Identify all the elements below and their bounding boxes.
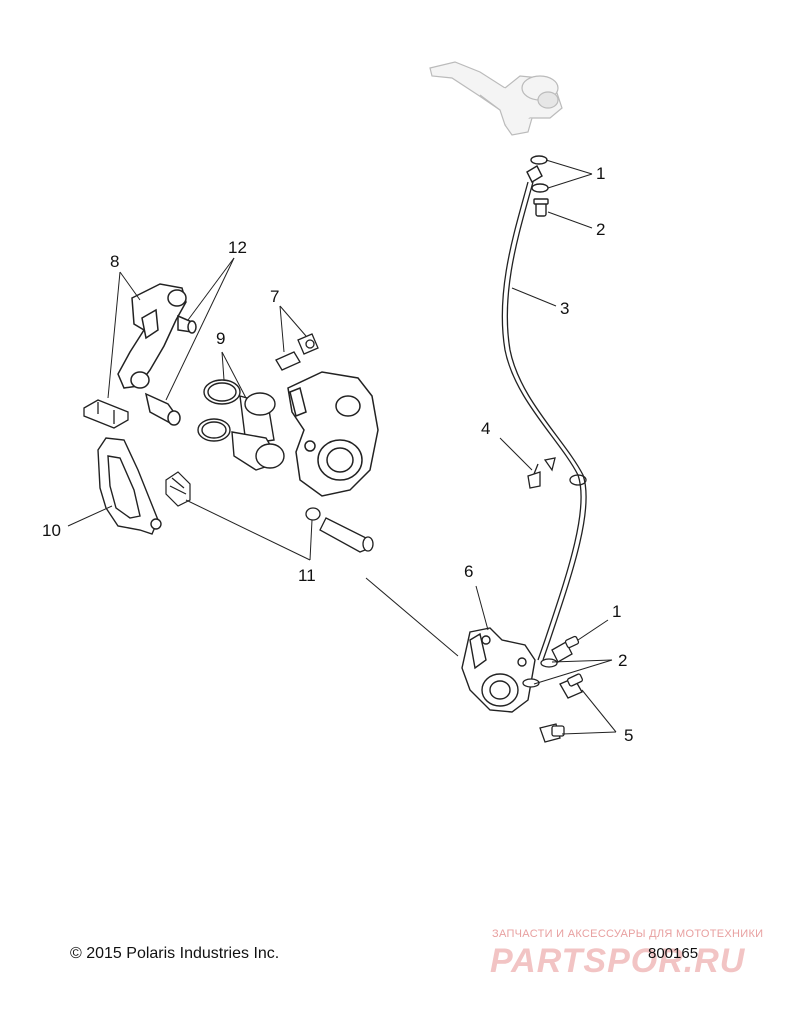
callout-10: 10: [42, 521, 61, 540]
watermark-logo: PARTSPOR.RU: [490, 942, 746, 980]
leader-lines: [67, 159, 617, 735]
callout-7: 7: [270, 287, 280, 306]
callout-11: 11: [298, 566, 316, 585]
diagram-part-number: 800165: [648, 945, 699, 962]
callout-6: 6: [464, 562, 474, 581]
copyright-notice: © 2015 Polaris Industries Inc.: [70, 945, 280, 962]
pistons-seals: [197, 379, 285, 471]
callout-5: 5: [624, 726, 634, 745]
caliper-assembly-small: [461, 627, 536, 713]
callout-3: 3: [560, 299, 570, 318]
banjo-bolt-bottom: [522, 635, 580, 688]
callout-2-top: 2: [596, 220, 606, 239]
pad-spring: [165, 471, 191, 507]
brake-pad: [97, 437, 162, 535]
caliper-body: [287, 371, 379, 497]
callout-2-bottom: 2: [618, 651, 628, 670]
bleeder-screw: [275, 333, 319, 371]
callout-1-top: 1: [596, 164, 606, 183]
brake-line: [501, 181, 587, 661]
banjo-washers-top: [526, 155, 549, 217]
pad-retainer-clip: [83, 399, 129, 429]
callout-9: 9: [216, 329, 226, 348]
master-cylinder-lever: [429, 61, 563, 136]
caliper-bracket: [117, 283, 197, 426]
callout-8: 8: [110, 252, 120, 271]
callout-12: 12: [228, 238, 247, 257]
slide-pin-bolt: [305, 507, 374, 553]
callout-4: 4: [481, 419, 491, 438]
watermark-tagline: ЗАПЧАСТИ И АКСЕССУАРЫ ДЛЯ МОТОТЕХНИКИ: [492, 928, 764, 940]
mounting-bolts: [539, 673, 584, 743]
callout-1-bottom: 1: [612, 602, 622, 621]
clip-screw: [527, 457, 556, 489]
